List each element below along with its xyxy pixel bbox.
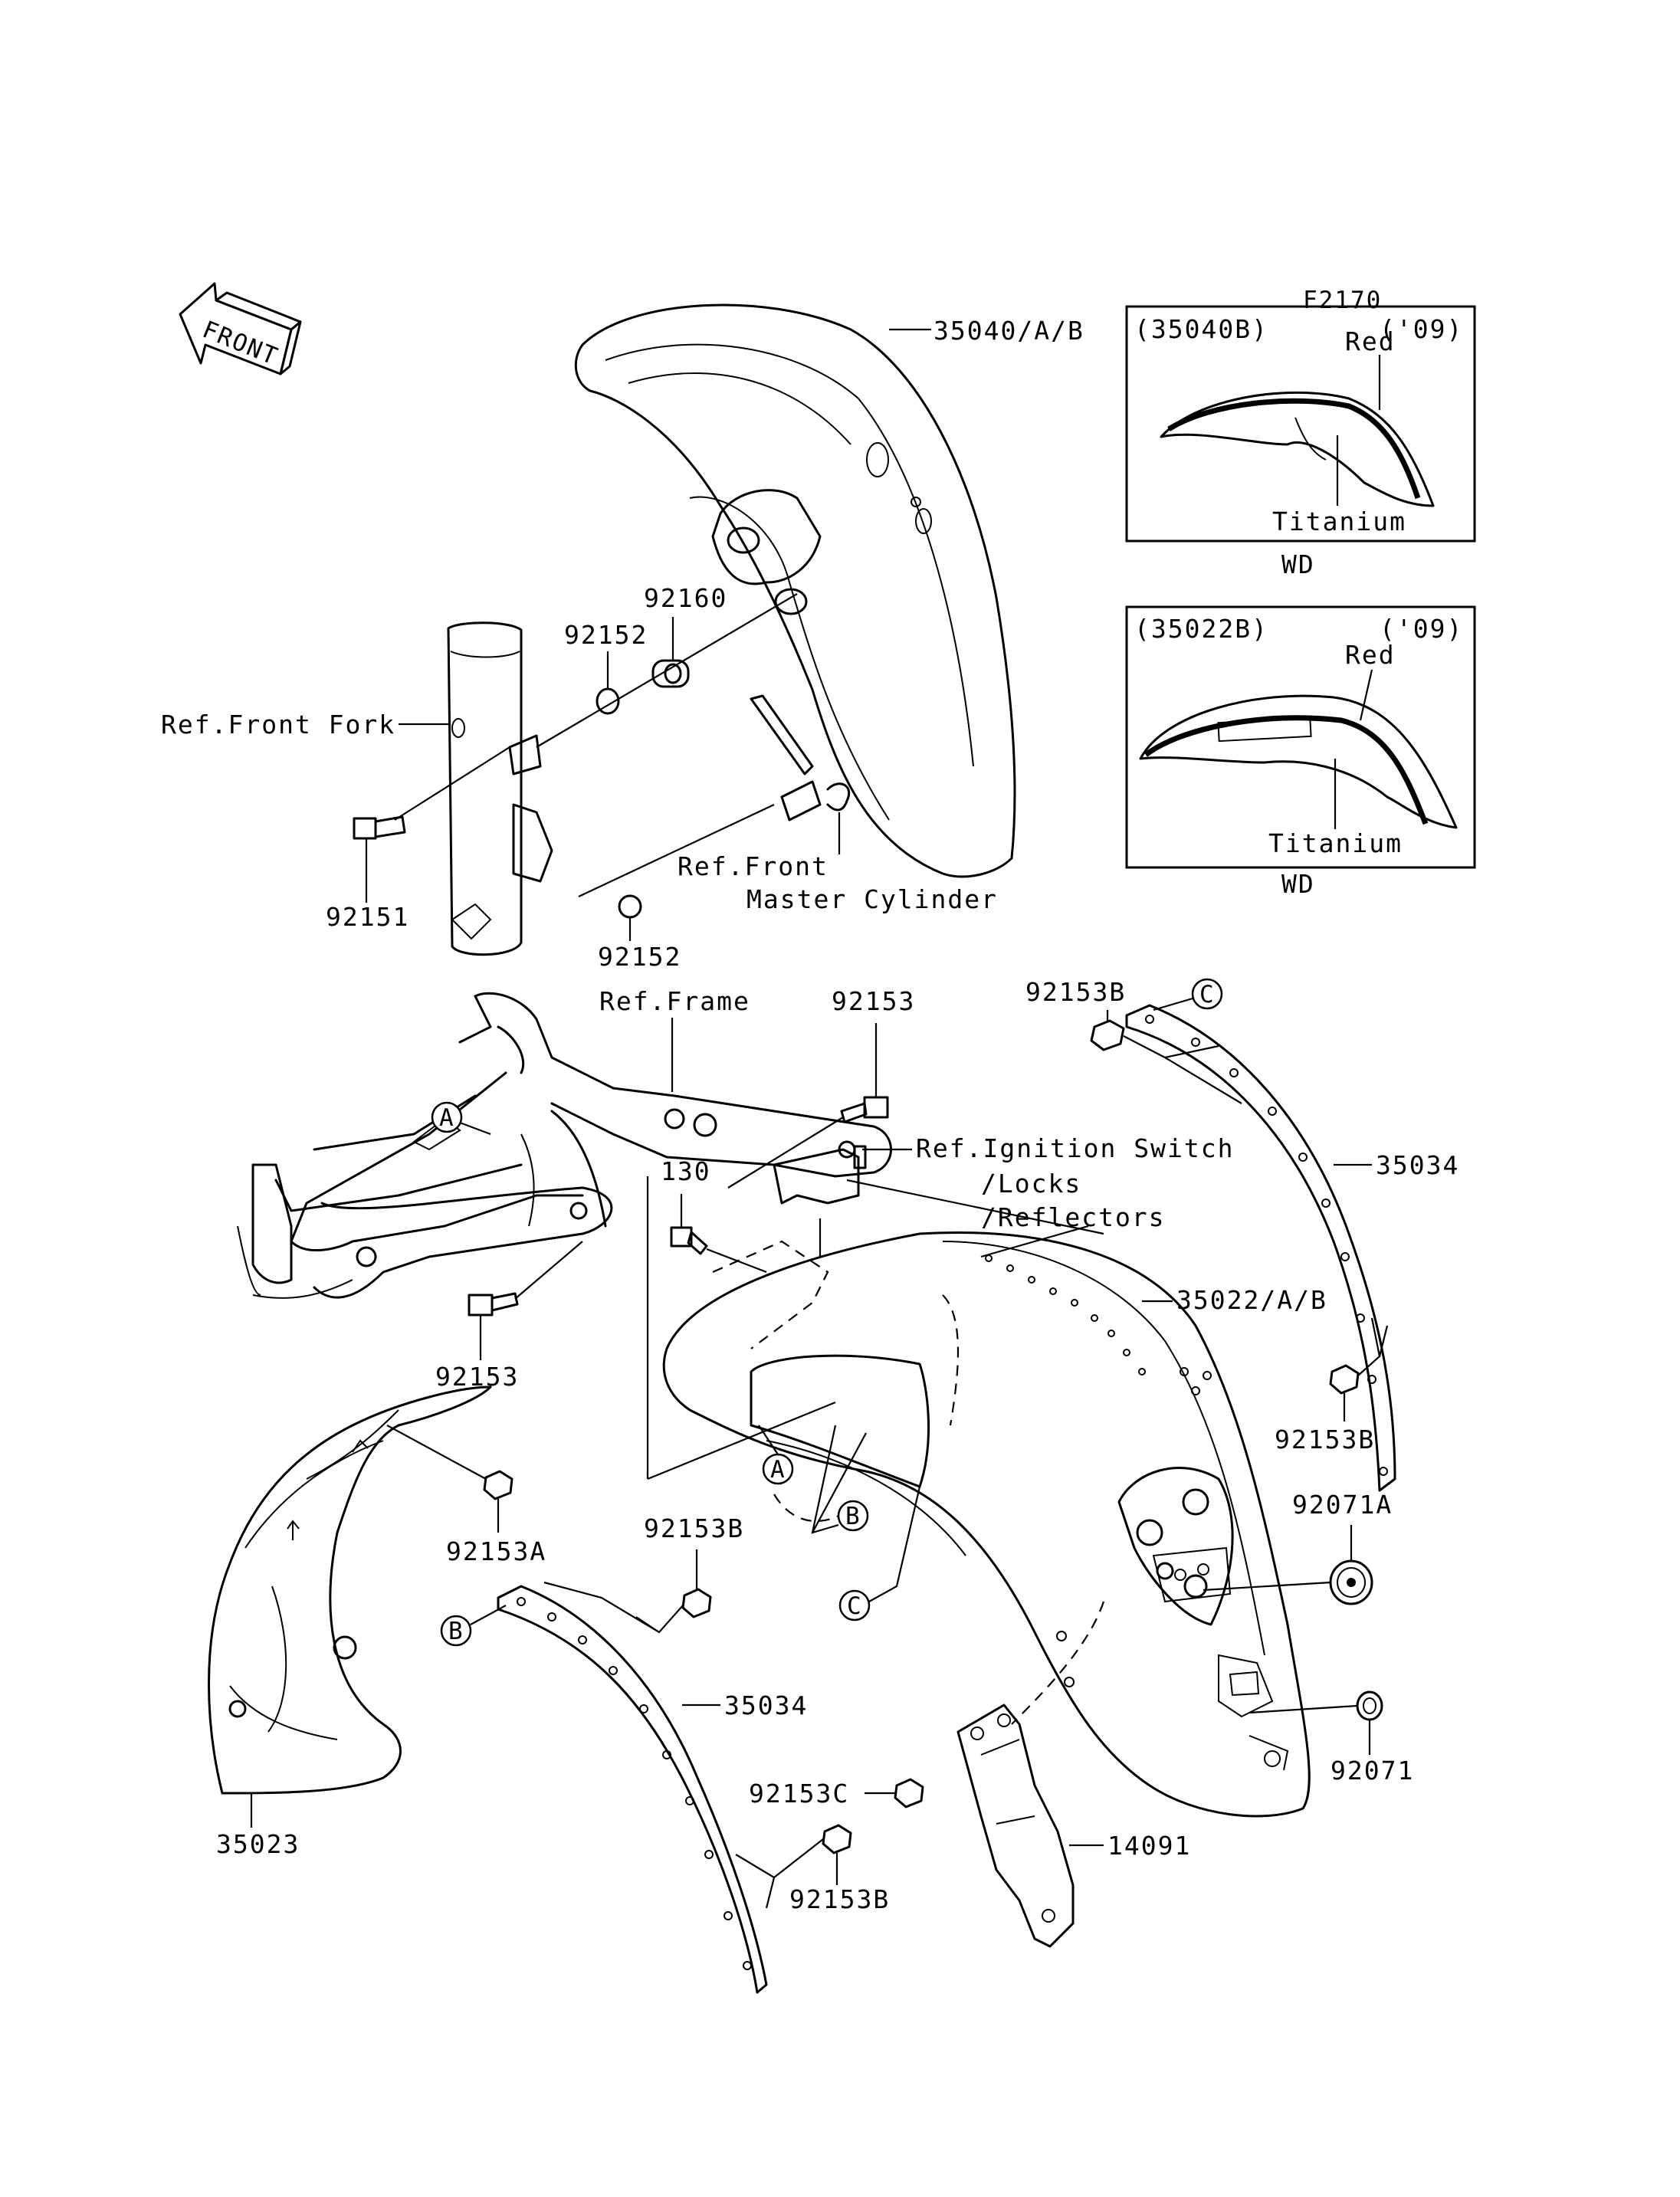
marker-b-strip: [440, 1615, 472, 1647]
label-92153B-top: 92153B: [1025, 977, 1126, 1007]
label-35023: 35023: [216, 1829, 300, 1859]
inset1-year: ('09): [1380, 314, 1463, 344]
label-130: 130: [661, 1156, 711, 1186]
bolt-92151: [353, 815, 406, 840]
marker-a-fender-label: A: [770, 1456, 786, 1484]
marker-b-fender: [837, 1500, 869, 1532]
nut-92153B-top: [1090, 1019, 1125, 1051]
inset2-caption: WD: [1281, 869, 1315, 899]
fender-strip-right: [1125, 1004, 1396, 1492]
inner-fender: [208, 1385, 492, 1795]
label-92160: 92160: [644, 583, 727, 613]
inset-35040B: (35040B) ('09) Red Titanium WD: [1125, 305, 1476, 579]
marker-c-strip-label: C: [1199, 981, 1216, 1008]
bolt-92153-lower: [468, 1292, 519, 1317]
label-14091: 14091: [1107, 1831, 1191, 1861]
label-92153B-bottom: 92153B: [789, 1884, 890, 1914]
bolt-92153-upper: [840, 1096, 889, 1123]
marker-a-frame-label: A: [439, 1104, 455, 1132]
rear-fender: [662, 1231, 1311, 1818]
inset1-caption: WD: [1281, 549, 1315, 579]
bracket-14091: [956, 1703, 1075, 1948]
front-fender: [574, 303, 1016, 878]
marker-b-fender-label: B: [845, 1503, 861, 1530]
master-cylinder-bracket: [750, 694, 851, 821]
label-92152-lower: 92152: [598, 942, 681, 972]
nut-92153B-bottom: [822, 1824, 852, 1854]
grommet-92071A: [1329, 1559, 1373, 1605]
nut-92153B-mid: [681, 1588, 712, 1618]
label-92071: 92071: [1331, 1756, 1414, 1785]
inset-35022B: (35022B) ('09) Red Titanium WD: [1125, 605, 1476, 899]
front-badge-label: FRONT: [199, 316, 282, 371]
marker-a-frame: [431, 1101, 463, 1133]
label-92071A: 92071A: [1292, 1490, 1393, 1520]
label-92152-upper: 92152: [564, 620, 648, 650]
label-35034-right: 35034: [1376, 1150, 1459, 1180]
frame: [237, 992, 892, 1299]
inset2-part: (35022B): [1134, 614, 1268, 644]
grommet-92071: [1356, 1690, 1383, 1721]
inset2-titanium: Titanium: [1268, 828, 1403, 858]
label-92153A: 92153A: [446, 1536, 546, 1566]
label-92153B-right: 92153B: [1275, 1425, 1375, 1454]
inset1-titanium: Titanium: [1272, 507, 1406, 536]
label-ref-front-mc-1: Ref.Front: [678, 851, 829, 881]
marker-b-strip-label: B: [448, 1618, 464, 1645]
ignition-switch-bracket: [773, 1145, 867, 1205]
marker-c-fender: [838, 1589, 871, 1622]
figure-code: F2170: [1303, 287, 1382, 314]
inset2-red: Red: [1345, 640, 1396, 670]
nut-92153A: [483, 1470, 514, 1500]
label-ref-frame: Ref.Frame: [599, 986, 750, 1016]
inset1-part: (35040B): [1134, 314, 1268, 344]
label-ref-front-mc-2: Master Cylinder: [746, 884, 998, 914]
label-ref-ign-1: Ref.Ignition Switch: [916, 1133, 1235, 1163]
washer-92152-lower: [618, 894, 642, 919]
label-92153-upper: 92153: [832, 986, 915, 1016]
marker-c-fender-label: C: [847, 1592, 863, 1620]
label-92151: 92151: [326, 902, 409, 932]
nut-92153B-right: [1329, 1364, 1360, 1395]
label-35040: 35040/A/B: [934, 316, 1084, 346]
label-ref-ign-2: /Locks: [981, 1169, 1081, 1199]
label-92153B-mid: 92153B: [644, 1513, 744, 1543]
label-ref-front-fork: Ref.Front Fork: [161, 710, 395, 739]
front-arrow-icon: FRONT: [179, 282, 302, 375]
label-92153C: 92153C: [749, 1779, 849, 1808]
inset2-year: ('09): [1380, 614, 1463, 644]
nut-92153C: [894, 1778, 924, 1808]
marker-c-strip: [1191, 978, 1223, 1010]
label-35022: 35022/A/B: [1176, 1285, 1327, 1315]
label-35034-left: 35034: [724, 1690, 808, 1720]
grommet-92160: [651, 659, 690, 688]
fender-strip-left: [497, 1585, 768, 1994]
front-fork: [447, 621, 553, 956]
bolt-130: [670, 1226, 708, 1255]
inset1-red: Red: [1345, 326, 1396, 356]
